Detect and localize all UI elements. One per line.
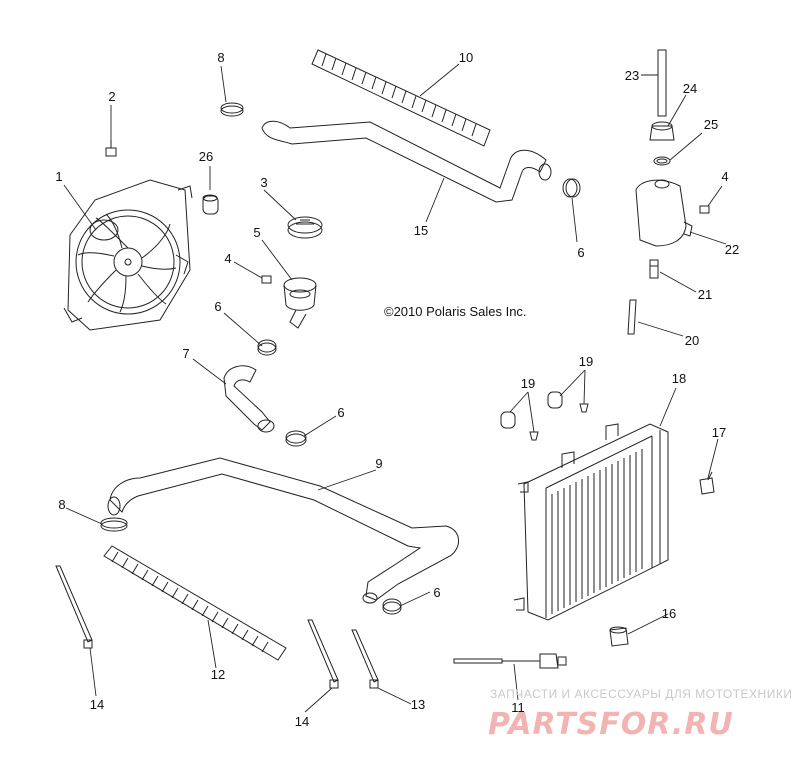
grommet-19-right [547,391,589,413]
callout-26: 26 [199,149,213,164]
hose-clamp-8-top [220,102,244,117]
callout-20: 20 [685,333,699,348]
callout-labels: 1 2 3 4 4 5 6 6 6 6 7 8 8 9 10 11 12 13 … [55,50,739,729]
hose-sleeve-10 [311,49,491,147]
filler-neck-5 [283,277,317,329]
callout-6-top: 6 [577,245,584,260]
lower-hose-9 [107,457,459,604]
hose-clamp-6-left [257,339,277,356]
radiator-18 [513,423,669,621]
reservoir-cap-24 [649,121,675,141]
screw-17 [699,471,715,495]
hose-sleeve-12 [103,545,287,661]
callout-16: 16 [662,606,676,621]
callout-11: 11 [511,700,525,715]
upper-hose-15 [261,120,552,203]
callout-17: 17 [712,425,726,440]
screw-4-left [261,275,272,284]
callout-13: 13 [411,697,425,712]
callout-19-right: 19 [579,354,593,369]
callout-14-left: 14 [90,697,104,712]
cable-tie-13 [351,629,379,689]
callout-8-bottom: 8 [58,497,65,512]
callout-5: 5 [253,225,260,240]
callout-12: 12 [211,667,225,682]
callout-18: 18 [672,371,686,386]
vent-tube-23 [657,49,667,117]
callout-9: 9 [375,456,382,471]
temp-sensor-11 [453,653,567,669]
hose-clamp-8-bottom [100,517,128,532]
watermark-tagline: ЗАПЧАСТИ И АКСЕССУАРЫ ДЛЯ МОТОТЕХНИКИ [490,687,792,701]
callout-25: 25 [704,117,718,132]
callout-6-left: 6 [214,299,221,314]
callout-1: 1 [55,169,62,184]
callout-14-right: 14 [295,714,309,729]
callout-4-right: 4 [721,169,728,184]
grommet-26 [202,194,219,215]
callout-23: 23 [625,68,639,83]
coolant-reservoir-22 [635,179,693,247]
callout-8-top: 8 [217,50,224,65]
o-ring-25 [653,156,671,166]
leader-lines [63,63,727,713]
hose-clamp-6-top [562,178,581,198]
callout-6-mid: 6 [337,405,344,420]
callout-24: 24 [683,81,697,96]
fan-assembly [63,179,193,331]
callout-15: 15 [414,223,428,238]
cable-tie-14-right [307,619,339,689]
callout-19-left: 19 [521,376,535,391]
callout-2: 2 [108,89,115,104]
watermark: ЗАПЧАСТИ И АКСЕССУАРЫ ДЛЯ МОТОТЕХНИКИ PA… [488,687,792,742]
callout-4-left: 4 [224,251,231,266]
cable-tie-14-left [55,565,93,649]
screw-2 [105,140,117,157]
copyright-text: ©2010 Polaris Sales Inc. [384,304,527,319]
grommet-19-left [500,411,539,441]
hose-clamp-6-bottom [382,598,402,615]
tube-20 [627,299,637,335]
callout-22: 22 [725,242,739,257]
sensor-16 [609,626,629,647]
hose-clamp-6-mid [285,430,307,447]
callout-21: 21 [698,287,712,302]
callout-3: 3 [260,175,267,190]
hose-7 [223,365,275,433]
callout-6-bottom: 6 [433,585,440,600]
callout-10: 10 [459,50,473,65]
callout-7: 7 [182,346,189,361]
watermark-logo: PARTSFOR.RU [488,707,734,742]
fitting-21 [649,259,659,279]
screw-4-right [699,205,710,214]
radiator-cap-3 [287,216,323,239]
